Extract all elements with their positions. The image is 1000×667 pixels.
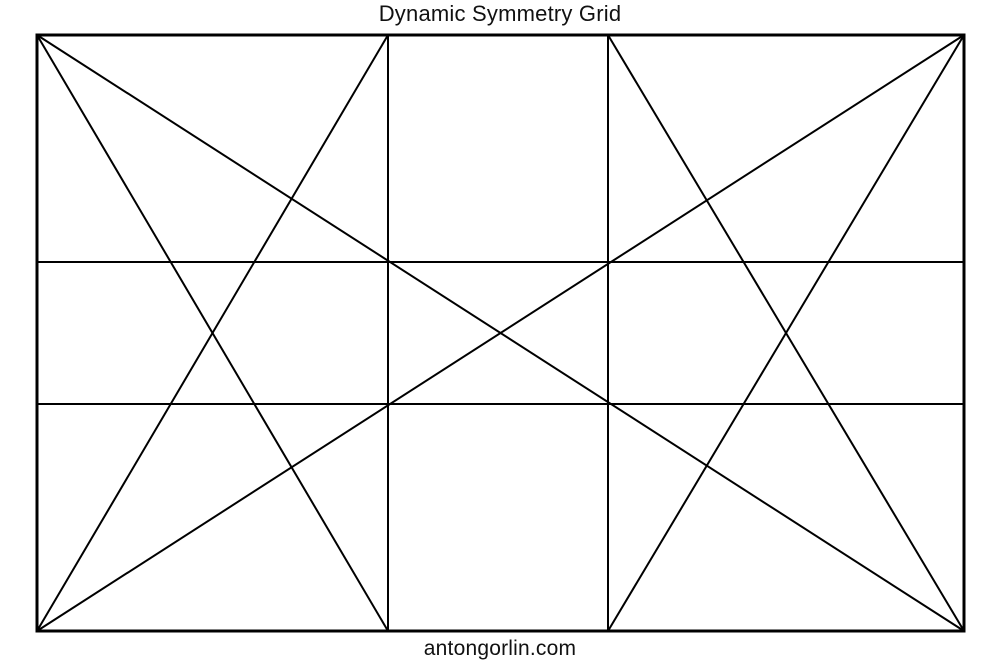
outer-frame xyxy=(35,33,966,633)
reciprocal-left-ascending xyxy=(36,34,389,632)
reciprocal-right-ascending xyxy=(607,34,965,632)
main-diagonal-ascending xyxy=(36,34,965,632)
footer-credit: antongorlin.com xyxy=(423,637,577,660)
diagram-title: Dynamic Symmetry Grid xyxy=(378,1,622,26)
